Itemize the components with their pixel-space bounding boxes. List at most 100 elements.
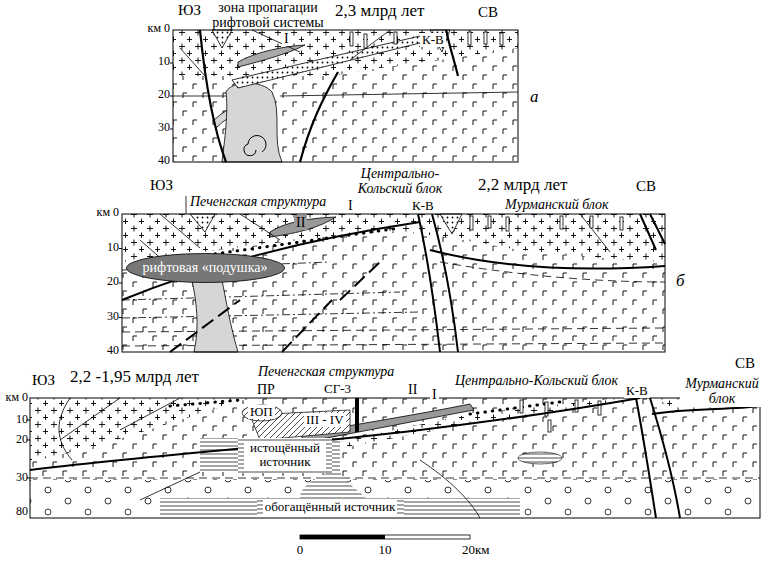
path-shape bbox=[200, 30, 458, 162]
block-label: Мурманский блок bbox=[680, 376, 764, 407]
path-shape bbox=[59, 398, 480, 518]
unit-number: II bbox=[406, 382, 419, 397]
direction-label: СВ bbox=[636, 178, 656, 195]
rift-cushion: рифтовая «подушка» bbox=[126, 253, 285, 283]
path-shape bbox=[170, 400, 560, 414]
unit-number: III - IV bbox=[304, 413, 346, 427]
unit-label: ЮП bbox=[248, 405, 275, 419]
rect-shape bbox=[484, 32, 487, 44]
unit-number: I bbox=[348, 198, 353, 213]
rect-shape bbox=[355, 398, 359, 432]
depth-axis-label: км 0 bbox=[97, 206, 119, 219]
depth-axis-label: 10 bbox=[158, 55, 170, 68]
depth-axis-label: 20 bbox=[16, 433, 28, 446]
rect-shape bbox=[575, 400, 578, 412]
rect-shape bbox=[30, 398, 760, 518]
enriched-source: обогащённый источник bbox=[257, 499, 404, 516]
path-shape bbox=[244, 136, 266, 156]
direction-label: ЮЗ bbox=[32, 372, 55, 389]
rect-shape bbox=[506, 217, 509, 231]
fault-label: К-В bbox=[624, 384, 650, 398]
rect-shape bbox=[548, 420, 551, 432]
borehole-label: СГ-3 bbox=[322, 382, 353, 396]
block-label: Центрально-Кольский блок bbox=[350, 166, 450, 197]
age-label: 2,3 млрд лет bbox=[335, 2, 424, 21]
direction-label: ЮЗ bbox=[150, 177, 173, 194]
structure-label: Печенгская структура bbox=[258, 364, 394, 379]
path-shape bbox=[300, 404, 474, 442]
ellipse-shape bbox=[242, 405, 282, 421]
depth-axis-label: 10 bbox=[16, 413, 28, 426]
rect-shape bbox=[350, 32, 353, 46]
rect-shape bbox=[470, 216, 473, 230]
age-label: 2,2 млрд лет bbox=[478, 176, 567, 195]
panel-c bbox=[27, 398, 760, 518]
direction-label: СВ bbox=[478, 4, 498, 21]
rect-shape bbox=[620, 217, 623, 230]
path-shape bbox=[173, 30, 518, 96]
rect-shape bbox=[173, 30, 518, 162]
rect-shape bbox=[500, 33, 503, 45]
direction-label: СВ bbox=[735, 355, 755, 372]
scale-label: 0 bbox=[297, 543, 304, 557]
scale-bar bbox=[300, 535, 470, 539]
rect-shape bbox=[300, 535, 385, 539]
block-label: Мурманский блок bbox=[505, 197, 609, 212]
unit-number: I bbox=[282, 31, 291, 46]
path-shape bbox=[119, 249, 122, 318]
panel-letter: а bbox=[530, 88, 539, 107]
rect-shape bbox=[520, 400, 523, 413]
age-label: 2,2 -1,95 млрд лет bbox=[70, 368, 199, 387]
path-shape bbox=[222, 83, 282, 162]
rect-shape bbox=[364, 34, 367, 48]
node-text: истощённый источник bbox=[244, 441, 326, 470]
rect-shape bbox=[30, 398, 760, 518]
path-shape bbox=[192, 280, 238, 352]
unit-number: I bbox=[430, 387, 439, 402]
direction-label: ЮЗ bbox=[178, 2, 201, 19]
path-shape bbox=[200, 228, 400, 256]
path-shape bbox=[238, 45, 305, 67]
panel-b bbox=[119, 196, 665, 352]
depth-axis-label: 20 bbox=[158, 88, 170, 101]
rect-shape bbox=[173, 30, 518, 162]
panel-letter: б bbox=[676, 272, 685, 291]
source-band bbox=[257, 499, 404, 516]
unit-number: II bbox=[294, 215, 307, 230]
panel-a bbox=[170, 30, 518, 162]
g-shape bbox=[470, 216, 623, 231]
depth-axis-label: км 0 bbox=[148, 22, 170, 35]
rect-shape bbox=[468, 32, 471, 45]
depth-axis-label: 30 bbox=[158, 121, 170, 134]
fault-label: К-В bbox=[420, 33, 446, 47]
path-shape bbox=[212, 30, 232, 48]
rect-shape bbox=[200, 438, 340, 472]
depth-axis-label: 30 bbox=[16, 471, 28, 484]
fault-label: К-В bbox=[410, 199, 436, 213]
depth-axis-label: 10 bbox=[107, 241, 119, 254]
path-shape bbox=[170, 63, 173, 129]
node-text: рифтовая «подушка» bbox=[143, 260, 268, 275]
depth-axis-label: 20 bbox=[107, 275, 119, 288]
polygon-shape bbox=[173, 30, 518, 76]
node-text: обогащённый источник bbox=[263, 500, 398, 514]
g-shape bbox=[350, 32, 503, 48]
rect-shape bbox=[160, 498, 520, 516]
depth-axis-label: 80 bbox=[16, 505, 28, 518]
rect-shape bbox=[590, 216, 593, 228]
rect-shape bbox=[560, 216, 563, 229]
scale-label: 20км bbox=[462, 543, 490, 557]
zone-caption: зона пропагации рифтовой системы bbox=[208, 0, 328, 31]
structure-label: Печенгская структура bbox=[190, 194, 326, 209]
rect-shape bbox=[122, 214, 665, 352]
scale-label: 10 bbox=[379, 543, 392, 557]
depth-axis-label: км 0 bbox=[6, 391, 28, 404]
cushion-ellipse bbox=[126, 254, 284, 283]
path-shape bbox=[30, 398, 760, 518]
rect-shape bbox=[598, 401, 601, 415]
path-shape bbox=[300, 472, 366, 498]
block-label: Центрально-Кольский блок bbox=[455, 373, 618, 388]
depth-axis-label: 40 bbox=[158, 154, 170, 167]
rect-shape bbox=[394, 32, 397, 44]
